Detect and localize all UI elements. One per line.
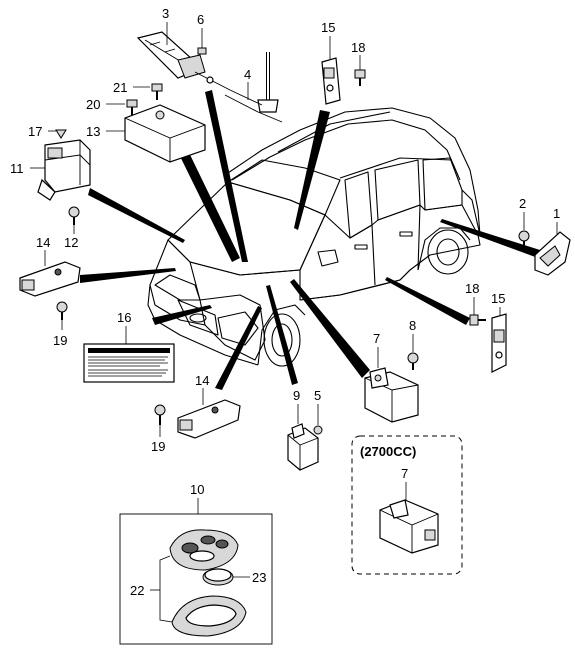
wedge-15b (385, 277, 470, 325)
wedge-15a (294, 110, 330, 230)
variant-label: (2700CC) (360, 444, 416, 459)
part-6-clip (197, 47, 207, 55)
callout-5: 5 (314, 388, 321, 403)
part-20-bolt (126, 99, 138, 115)
wedge-9 (266, 285, 298, 385)
part-13-control-unit (124, 104, 206, 163)
part-1-sensor (534, 231, 571, 276)
callout-10: 10 (190, 482, 204, 497)
callout-15-right: 15 (491, 291, 505, 306)
callout-6: 6 (197, 12, 204, 27)
callout-7: 7 (373, 331, 380, 346)
vehicle-outline (147, 107, 481, 367)
part-4-antenna (194, 52, 283, 123)
part-15-sensor-right (491, 313, 507, 373)
wedge-13 (172, 134, 240, 262)
part-2-bolt (518, 230, 530, 246)
wedge-11 (88, 188, 185, 243)
callout-12: 12 (64, 235, 78, 250)
part-18-screw-top (354, 69, 366, 86)
callout-3: 3 (162, 6, 169, 21)
wedge-14b (215, 306, 262, 390)
callout-9: 9 (293, 388, 300, 403)
part-3-module (136, 31, 206, 79)
callout-20: 20 (86, 97, 100, 112)
callout-18-right: 18 (465, 281, 479, 296)
wedge-4 (205, 90, 248, 262)
part-14-sensor-left (19, 261, 81, 297)
part-7-module (364, 367, 419, 423)
callout-19-lower: 19 (151, 439, 165, 454)
callout-7-variant: 7 (401, 466, 408, 481)
callout-13: 13 (86, 124, 100, 139)
part-21-bolt (151, 83, 163, 100)
part-14-sensor-lower (177, 399, 241, 439)
wedge-14a (80, 268, 176, 283)
callout-14-left: 14 (36, 235, 50, 250)
callout-14-lower: 14 (195, 373, 209, 388)
part-18-screw-right (469, 314, 486, 326)
pointer-wedges (80, 90, 540, 390)
part-16-warning-label (83, 343, 175, 383)
part-19-bolt-left (56, 301, 68, 320)
wedge-7a (290, 279, 370, 378)
callout-23: 23 (252, 570, 266, 585)
part-15-sensor-top (321, 57, 341, 105)
part-7-module-variant (379, 499, 439, 554)
part-11-module (37, 139, 91, 201)
part-10-fob-box (119, 513, 273, 645)
callout-22: 22 (130, 583, 144, 598)
callout-19-left: 19 (53, 333, 67, 348)
callout-21: 21 (113, 80, 127, 95)
part-9-relay (287, 423, 319, 471)
callout-1: 1 (553, 206, 560, 221)
callout-17: 17 (28, 124, 42, 139)
callout-4: 4 (244, 67, 251, 82)
callout-18-top: 18 (351, 40, 365, 55)
wedge-16 (152, 305, 212, 325)
part-12-bolt (68, 206, 80, 225)
callout-15-top: 15 (321, 20, 335, 35)
part-23-battery (202, 568, 234, 586)
part-5-bolt (313, 425, 323, 435)
callout-16: 16 (117, 310, 131, 325)
part-19-bolt-lower (154, 404, 166, 425)
callout-8: 8 (409, 318, 416, 333)
part-17-screw (55, 129, 67, 139)
callout-2: 2 (519, 196, 526, 211)
variant-box-2700cc (351, 435, 463, 575)
callout-11: 11 (10, 161, 24, 176)
wedge-1 (440, 219, 540, 258)
part-22-key-fob (169, 529, 247, 637)
part-8-bolt (407, 352, 419, 370)
